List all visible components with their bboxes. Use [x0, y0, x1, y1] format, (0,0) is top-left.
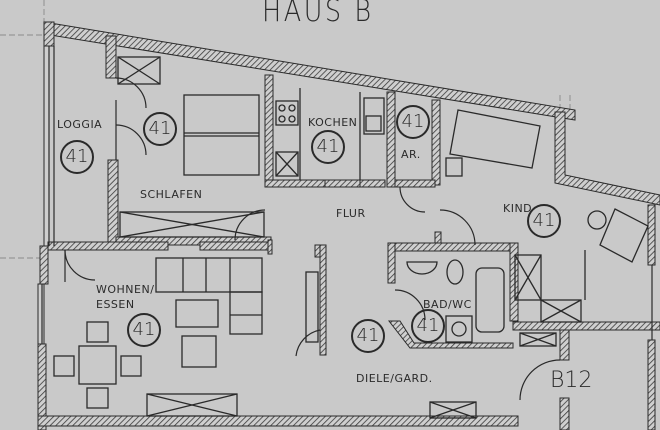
unit-marker-bad: 41	[411, 309, 445, 343]
room-label-bad: BAD/WC	[423, 298, 472, 311]
unit-marker-wohnen: 41	[127, 313, 161, 347]
room-label-essen: ESSEN	[96, 298, 135, 311]
room-label-schlafen: SCHLAFEN	[140, 188, 203, 201]
room-label-flur: FLUR	[336, 207, 366, 220]
apartment-number: B12	[550, 368, 593, 393]
building-title: HAUS B	[262, 0, 374, 29]
room-label-diele: DIELE/GARD.	[356, 372, 433, 385]
walls	[37, 21, 660, 430]
unit-marker-kind: 41	[527, 204, 561, 238]
furniture	[53, 56, 649, 419]
room-label-wohnen: WOHNEN/	[96, 283, 155, 296]
room-label-kind: KIND	[503, 202, 533, 215]
unit-marker-diele: 41	[351, 319, 385, 353]
linework	[41, 46, 653, 401]
room-label-loggia: LOGGIA	[57, 118, 103, 131]
room-label-kochen: KOCHEN	[308, 116, 358, 129]
room-label-ar: AR.	[401, 148, 421, 161]
unit-marker-schlafen: 41	[143, 112, 177, 146]
unit-marker-ar: 41	[396, 105, 430, 139]
unit-marker-kochen: 41	[311, 130, 345, 164]
unit-marker-loggia: 41	[60, 140, 94, 174]
